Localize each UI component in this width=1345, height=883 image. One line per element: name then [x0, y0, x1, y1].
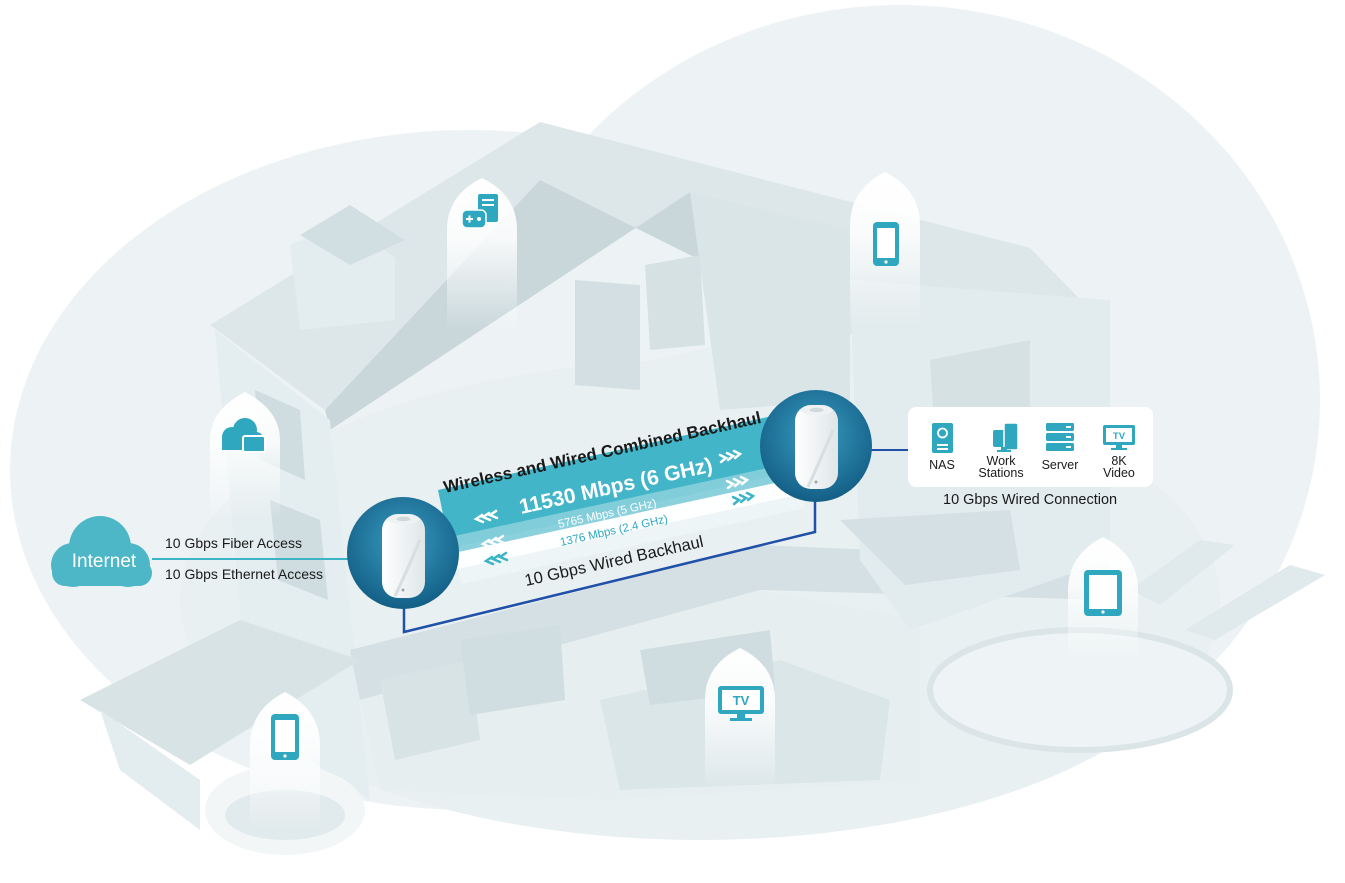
wired-connection-caption: 10 Gbps Wired Connection — [943, 492, 1118, 508]
server-icon — [1046, 423, 1074, 451]
chevrons-right-5ghz — [725, 475, 750, 490]
video-label-line1: 8K — [1111, 454, 1127, 468]
phone-icon — [873, 222, 899, 266]
video-label-line2: Video — [1103, 466, 1135, 480]
beacon-phone-garage — [250, 692, 320, 830]
nas-label: NAS — [929, 458, 955, 472]
chevrons-right-24ghz — [731, 491, 756, 506]
workstation-icon — [993, 422, 1019, 452]
main-router-node — [347, 497, 459, 609]
tv-icon-text: TV — [1113, 431, 1126, 442]
cloud-storage-icon — [222, 418, 266, 453]
tv-icon: TV — [1103, 425, 1135, 450]
workstations-label-line2: Stations — [978, 466, 1024, 480]
house-illustration — [80, 122, 1325, 855]
wired-devices-card: TV — [908, 407, 1153, 487]
beacon-tablet-pool — [1068, 537, 1138, 660]
video-label: 8K Video — [1103, 454, 1135, 480]
router-device-icon — [382, 514, 425, 598]
beacon-gaming — [447, 178, 517, 330]
wireless-backhaul-beam — [438, 412, 805, 584]
chevrons-right-6ghz — [718, 449, 743, 464]
router-device-icon — [795, 405, 838, 489]
server-label-line1: Server — [1041, 458, 1079, 472]
chevrons-left-24ghz — [483, 551, 509, 566]
tv-icon-text: TV — [733, 693, 750, 708]
fiber-access-label: 10 Gbps Fiber Access — [165, 535, 302, 551]
internet-cloud: Internet — [51, 516, 152, 587]
tablet-icon — [1084, 570, 1122, 616]
internet-label: Internet — [72, 551, 137, 572]
workstations-label-line1: Work — [986, 454, 1016, 468]
workstations-label: Work Stations — [978, 454, 1024, 480]
nas-label-line1: NAS — [929, 458, 955, 472]
server-label: Server — [1041, 458, 1079, 472]
tv-icon: TV — [718, 686, 764, 721]
chevrons-left-5ghz — [480, 534, 506, 549]
gaming-pc-icon — [461, 194, 498, 229]
beacon-phone-top — [850, 172, 920, 325]
phone-icon — [271, 714, 299, 760]
nas-icon — [932, 423, 953, 453]
wired-backhaul-line — [402, 485, 817, 634]
beacon-tv-living: TV — [705, 648, 775, 790]
beacon-cloud — [210, 392, 280, 520]
chevrons-left-6ghz — [473, 509, 499, 524]
satellite-router-node — [760, 390, 872, 502]
ethernet-access-label: 10 Gbps Ethernet Access — [165, 566, 323, 582]
